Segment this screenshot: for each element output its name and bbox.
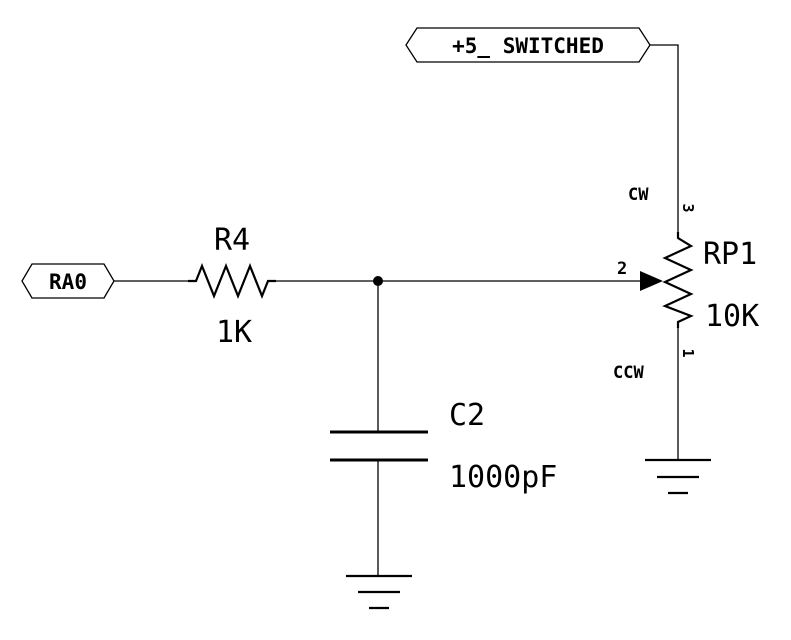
pin-label-cw: CW (628, 185, 649, 205)
capacitor-c2: C2 1000pF (330, 281, 557, 576)
potentiometer-rp1-symbol (662, 232, 694, 328)
resistor-r4-value: 1K (216, 315, 252, 350)
pin-number-2: 2 (617, 259, 627, 279)
resistor-r4-symbol (188, 263, 276, 299)
pin-number-3: 3 (679, 203, 697, 212)
wiper-arrow-icon (640, 271, 663, 291)
pin-label-ccw: CCW (613, 363, 644, 383)
port-ra0: RA0 (21, 263, 115, 299)
ground-symbol-rp1 (645, 458, 711, 495)
ground-symbol-c2 (346, 574, 412, 610)
capacitor-c2-ref: C2 (449, 398, 485, 433)
potentiometer-rp1-value: 10K (705, 299, 759, 334)
port-5v-switched-label: +5_ SWITCHED (452, 34, 604, 58)
wire-supply-pot (650, 44, 679, 232)
potentiometer-rp1-ref: RP1 (703, 237, 757, 272)
pin-number-1: 1 (679, 348, 697, 357)
capacitor-c2-value: 1000pF (449, 460, 557, 495)
port-5v-switched: +5_ SWITCHED (405, 27, 651, 63)
resistor-r4: R4 1K (188, 223, 276, 350)
potentiometer-rp1: RP1 10K CW CCW 3 2 1 (613, 185, 759, 383)
resistor-r4-ref: R4 (214, 223, 250, 258)
port-ra0-label: RA0 (49, 270, 87, 294)
